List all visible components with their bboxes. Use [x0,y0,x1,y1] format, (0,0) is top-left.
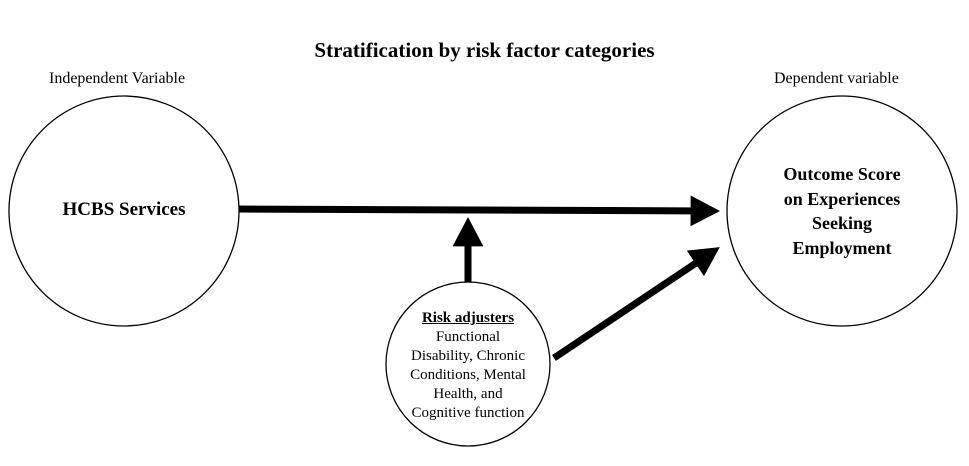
dependent-variable-circle [726,95,958,327]
independent-variable-label: Independent Variable [49,70,186,87]
risk-adjusters-text: Risk adjusters Functional Disability, Ch… [388,309,548,423]
risk-to-outcome-arrow [552,247,720,361]
risk-line: Functional [435,329,501,345]
outcome-line: Employment [792,237,892,258]
risk-line: Conditions, Mental [410,367,526,383]
outcome-line: Seeking [811,213,872,233]
outcome-score-text: Outcome Score on Experiences Seeking Emp… [727,162,957,260]
main-effect-arrow [238,195,720,227]
dependent-variable-label: Dependent variable [774,70,899,87]
hcbs-services-text: HCBS Services [62,199,186,220]
risk-line: Cognitive function [411,405,525,421]
diagram-title: Stratification by risk factor categories [314,38,655,62]
risk-line: Health, and [433,386,503,402]
risk-line: Disability, Chronic [410,348,526,364]
outcome-line: Outcome Score [783,164,901,184]
risk-adjusters-title: Risk adjusters [421,310,515,326]
outcome-line: on Experiences [783,188,901,209]
